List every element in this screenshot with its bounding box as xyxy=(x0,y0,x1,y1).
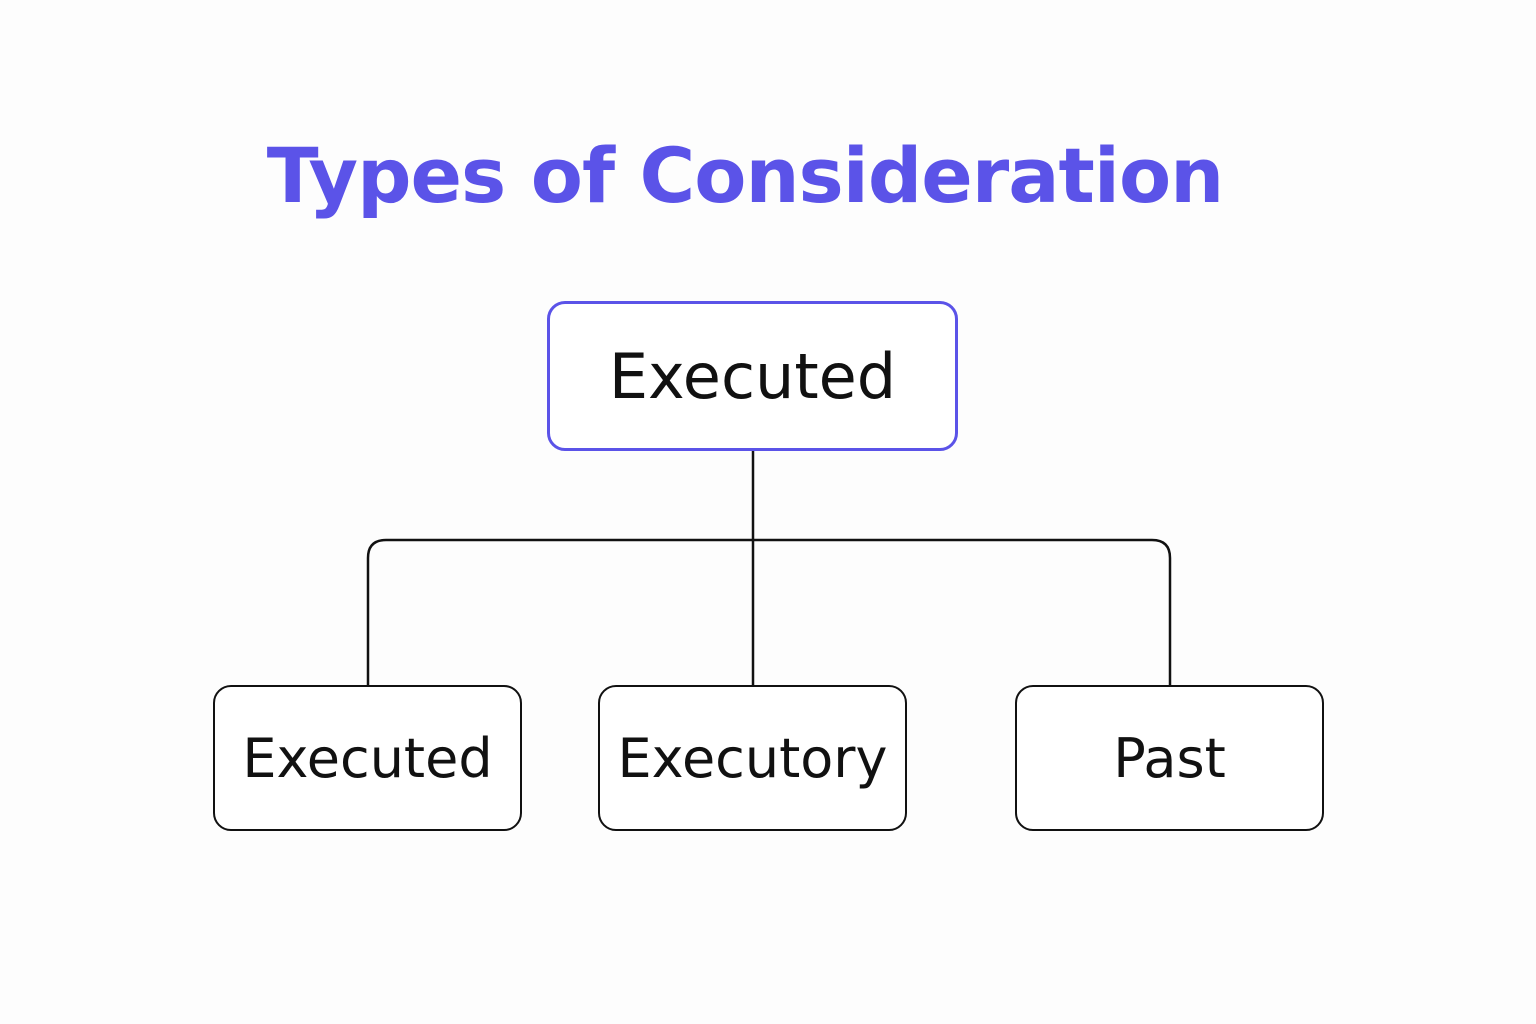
child-node-label: Past xyxy=(1113,726,1226,790)
root-node-label: Executed xyxy=(608,339,897,413)
root-node: Executed xyxy=(547,301,958,451)
child-node-executory: Executory xyxy=(598,685,907,831)
child-node-past: Past xyxy=(1015,685,1324,831)
child-node-executed: Executed xyxy=(213,685,522,831)
connector-bar xyxy=(366,538,1172,685)
diagram-title: Types of Consideration xyxy=(266,131,1225,220)
child-node-label: Executed xyxy=(242,726,493,790)
child-node-label: Executory xyxy=(617,726,888,790)
